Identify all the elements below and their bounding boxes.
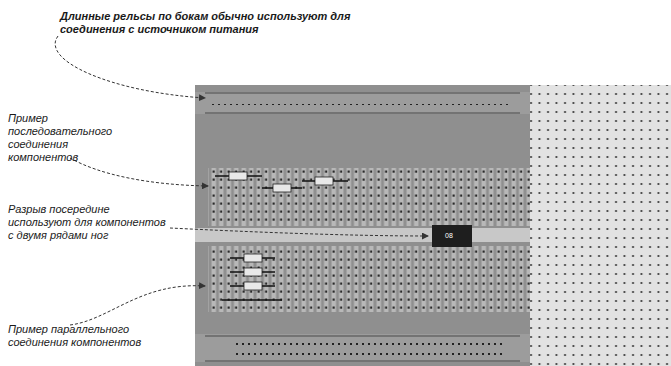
power-rail bbox=[195, 334, 530, 362]
annotation-note: Пример параллельного соединения компонен… bbox=[8, 323, 168, 349]
annotation-note: Пример последовательного соединения комп… bbox=[8, 112, 128, 164]
annotation-note: Длинные рельсы по бокам обычно использую… bbox=[60, 10, 380, 36]
resistor-symbol bbox=[222, 258, 282, 300]
chip bbox=[432, 225, 472, 247]
board bbox=[195, 85, 671, 366]
leader-line bbox=[55, 36, 428, 325]
power-rail bbox=[195, 92, 530, 114]
board-light bbox=[530, 85, 671, 366]
annotation-note: Разрыв посередине используют для компоне… bbox=[8, 203, 168, 242]
holes bbox=[530, 85, 671, 366]
chip-label: 08 bbox=[445, 232, 465, 240]
